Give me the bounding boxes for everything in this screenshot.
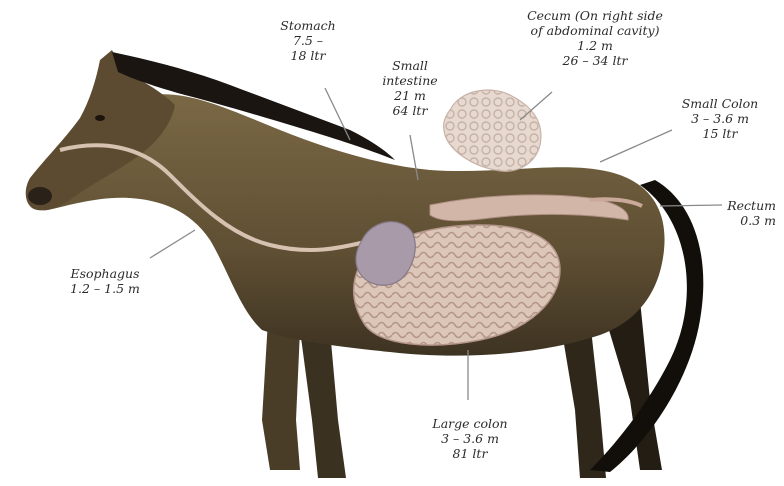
large-colon-name: Large colon: [420, 416, 520, 431]
cecum-organ: [444, 90, 541, 171]
cecum-name-line2: of abdominal cavity): [510, 23, 680, 38]
rectum-length: 0.3 m: [690, 213, 776, 228]
small-intestine-label: Small intestine 21 m 64 ltr: [370, 58, 450, 118]
esophagus-label: Esophagus 1.2 – 1.5 m: [50, 266, 160, 296]
cecum-length: 1.2 m: [510, 38, 680, 53]
stomach-name: Stomach: [268, 18, 348, 33]
small-intestine-name-line2: intestine: [370, 73, 450, 88]
cecum-volume: 26 – 34 ltr: [510, 53, 680, 68]
stomach-label: Stomach 7.5 – 18 ltr: [268, 18, 348, 63]
small-colon-volume: 15 ltr: [672, 126, 768, 141]
rectum-name: Rectum: [690, 198, 776, 213]
small-intestine-length: 21 m: [370, 88, 450, 103]
large-colon-label: Large colon 3 – 3.6 m 81 ltr: [420, 416, 520, 461]
small-colon-name: Small Colon: [672, 96, 768, 111]
small-intestine-name: Small: [370, 58, 450, 73]
stomach-length: 7.5 –: [268, 33, 348, 48]
horse-muzzle: [28, 187, 52, 205]
esophagus-leader-line: [150, 230, 195, 258]
small-intestine-volume: 64 ltr: [370, 103, 450, 118]
small-colon-length: 3 – 3.6 m: [672, 111, 768, 126]
esophagus-length: 1.2 – 1.5 m: [50, 281, 160, 296]
esophagus-name: Esophagus: [50, 266, 160, 281]
cecum-label: Cecum (On right side of abdominal cavity…: [510, 8, 680, 68]
small-colon-leader-line: [600, 130, 672, 162]
stomach-volume: 18 ltr: [268, 48, 348, 63]
rectum-label: Rectum 0.3 m: [690, 198, 776, 228]
small-colon-label: Small Colon 3 – 3.6 m 15 ltr: [672, 96, 768, 141]
horse-eye: [95, 115, 105, 121]
large-colon-length: 3 – 3.6 m: [420, 431, 520, 446]
large-colon-volume: 81 ltr: [420, 446, 520, 461]
cecum-name: Cecum (On right side: [510, 8, 680, 23]
